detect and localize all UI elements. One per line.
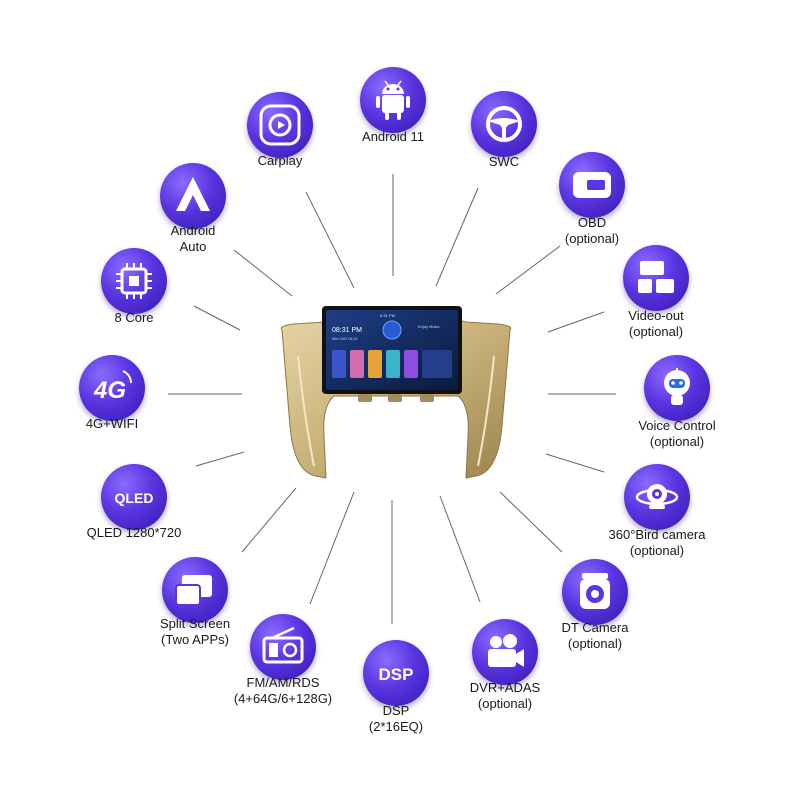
feature-label-line: (2*16EQ) — [368, 719, 424, 734]
dash-camera-icon — [562, 559, 628, 625]
4g-icon: 4G — [79, 355, 145, 421]
feature-label: SWC — [424, 154, 584, 170]
360-camera-icon — [624, 464, 690, 530]
connector-line — [241, 487, 297, 553]
feature-label-line: (Two APPs) — [161, 632, 229, 647]
feature-label-line: FM/AM/RDS — [246, 675, 320, 690]
connector-line — [435, 187, 479, 287]
connector-line — [547, 311, 605, 333]
feature-label-line: (optional) — [629, 543, 685, 558]
feature-label-line: DT Camera — [561, 620, 629, 635]
screen-clock: 08:31 PM — [332, 327, 362, 334]
feature-label-line: (optional) — [628, 324, 684, 339]
android-icon — [360, 67, 426, 133]
feature-voice-control: Voice Control(optional) — [597, 355, 757, 458]
feature-label: FM/AM/RDS(4+64G/6+128G) — [203, 675, 363, 707]
feature-bird-camera: 360°Bird camera(optional) — [577, 464, 737, 567]
feature-label-line: (optional) — [649, 434, 705, 449]
feature-dt-camera: DT Camera(optional) — [515, 559, 675, 660]
feature-label-line: Carplay — [257, 153, 303, 168]
split-screen-icon — [162, 557, 228, 623]
dsp-icon-text: DSP — [379, 665, 414, 684]
feature-4g-wifi: 4G 4G+WIFI — [32, 355, 192, 440]
feature-label-line: DSP — [382, 703, 410, 718]
feature-label: Video-out(optional) — [576, 308, 736, 340]
connector-line — [545, 453, 605, 473]
status-bar-time: 8:31 PM — [380, 313, 395, 318]
feature-label: 360°Bird camera(optional) — [577, 527, 737, 559]
feature-label-line: SWC — [488, 154, 520, 169]
feature-label-line: 360°Bird camera — [608, 527, 706, 542]
qled-icon: QLED — [101, 464, 167, 530]
feature-split-screen: Split Screen(Two APPs) — [115, 557, 275, 656]
connector-line — [499, 491, 563, 553]
feature-label-line: 8 Core — [114, 310, 154, 325]
feature-label-line: Video-out — [628, 308, 684, 323]
robot-icon — [644, 355, 710, 421]
android-auto-icon — [160, 163, 226, 229]
feature-label-line: Auto — [179, 239, 207, 254]
dsp-icon: DSP — [363, 640, 429, 706]
feature-label-line: Split Screen — [159, 616, 231, 631]
feature-label-line: QLED 1280*720 — [86, 525, 182, 540]
feature-label-line: (optional) — [564, 231, 620, 246]
obd-icon — [559, 152, 625, 218]
car-head-unit: 08:31 PM 8:31 PM Enjoy Music Mon 2021.06… — [270, 296, 522, 486]
carplay-icon — [247, 92, 313, 158]
feature-label: Voice Control(optional) — [597, 418, 757, 450]
feature-label: DVR+ADAS(optional) — [425, 680, 585, 712]
connector-line — [193, 305, 241, 331]
connector-line — [305, 191, 355, 289]
feature-dvr-adas: DVR+ADAS(optional) — [425, 619, 585, 720]
feature-label: 4G+WIFI — [32, 416, 192, 432]
feature-label: 8 Core — [54, 310, 214, 326]
connector-line — [439, 495, 481, 603]
feature-label: QLED 1280*720 — [54, 525, 214, 541]
connector-line — [233, 249, 293, 297]
feature-label-line: DVR+ADAS — [469, 680, 541, 695]
feature-label: DSP(2*16EQ) — [316, 703, 476, 735]
feature-video-out: Video-out(optional) — [576, 245, 736, 348]
connector-line — [495, 245, 561, 295]
feature-fm-am-rds: FM/AM/RDS(4+64G/6+128G) — [203, 614, 363, 715]
feature-label: DT Camera(optional) — [515, 620, 675, 652]
steering-wheel-icon — [471, 91, 537, 157]
connector-line — [309, 491, 355, 605]
feature-label-line: 4G+WIFI — [85, 416, 139, 431]
feature-carplay: Carplay — [200, 92, 360, 177]
video-out-icon — [623, 245, 689, 311]
feature-label-line: (4+64G/6+128G) — [233, 691, 333, 706]
feature-label: Android 11 — [313, 129, 473, 145]
feature-swc: SWC — [424, 91, 584, 178]
radio-icon — [250, 614, 316, 680]
feature-label-line: Android — [170, 223, 216, 238]
screen-date: Mon 2021.06.19 — [332, 337, 357, 341]
feature-label: Carplay — [200, 153, 360, 169]
feature-label-line: Android 11 — [362, 129, 424, 144]
feature-android11: Android 11 — [313, 67, 473, 153]
connector-line — [195, 451, 245, 467]
feature-label-line: (optional) — [477, 696, 533, 711]
chip-icon — [101, 248, 167, 314]
feature-label-line: OBD — [577, 215, 607, 230]
feature-label: OBD(optional) — [512, 215, 672, 247]
music-widget-title: Enjoy Music — [418, 324, 440, 329]
feature-8core: 8 Core — [54, 248, 214, 334]
feature-obd: OBD(optional) — [512, 152, 672, 255]
video-camera-icon — [472, 619, 538, 685]
qled-icon-text: QLED — [115, 490, 154, 506]
feature-label: Split Screen(Two APPs) — [115, 616, 275, 648]
feature-label-line: Voice Control — [638, 418, 716, 433]
4g-icon-text: 4G — [93, 377, 126, 404]
feature-label-line: (optional) — [567, 636, 623, 651]
feature-qled: QLED QLED 1280*720 — [54, 464, 214, 549]
android-logo-icon — [382, 320, 402, 340]
